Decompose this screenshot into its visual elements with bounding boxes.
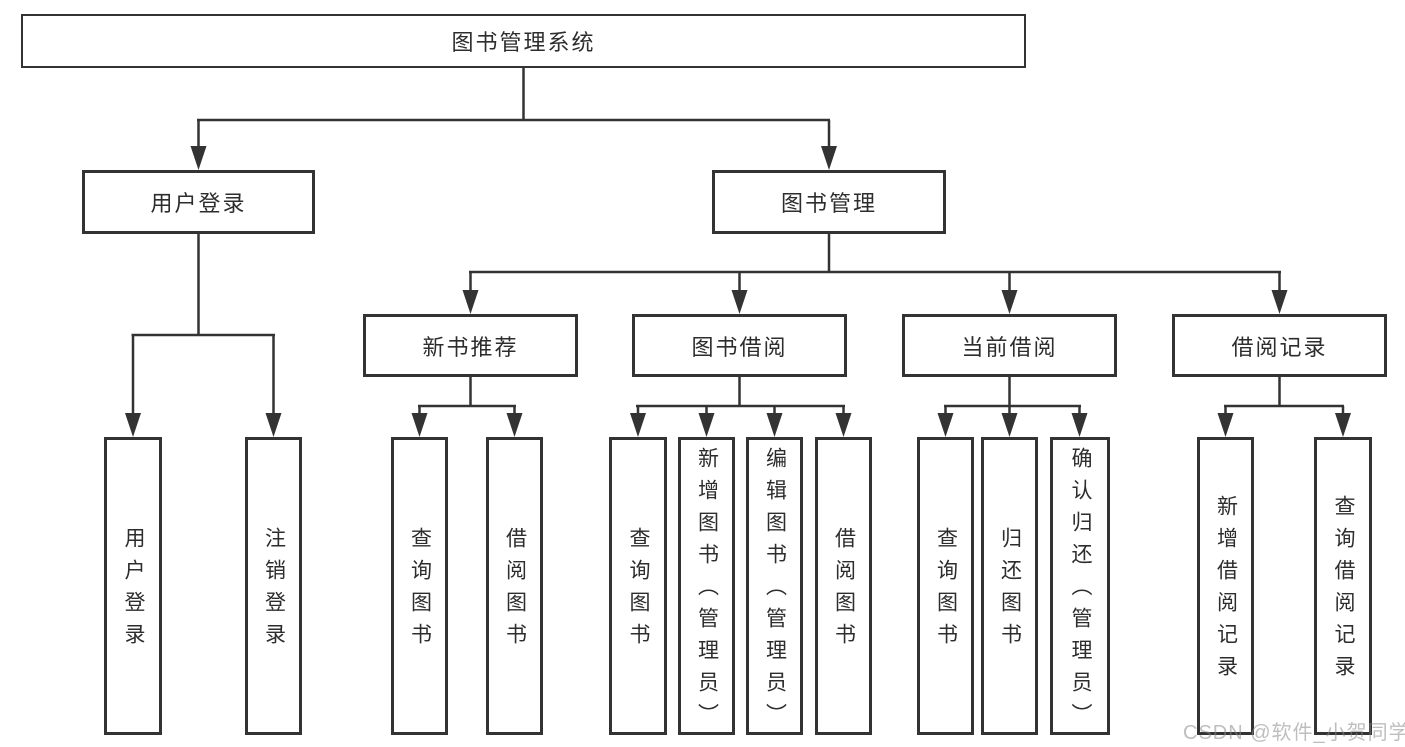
node-borrow-borrow-books-label: 借阅图书 (832, 527, 856, 655)
node-borrow-query-books: 查询图书 (609, 437, 667, 735)
node-new-book-recommendation-label: 新书推荐 (422, 334, 519, 360)
node-current-query-books-label: 查询图书 (934, 527, 958, 655)
node-login-logout: 注销登录 (245, 437, 302, 735)
node-records-add-borrow-record: 新增借阅记录 (1197, 437, 1254, 735)
node-borrowing-records: 借阅记录 (1172, 314, 1387, 377)
node-borrow-add-book-admin-label: 新增图书（管理员） (695, 447, 719, 735)
node-book-borrowing: 图书借阅 (632, 314, 847, 377)
watermark: CSDN @软件_小贺同学 (1183, 722, 1405, 744)
node-login-user-login: 用户登录 (104, 437, 162, 735)
node-login-user-login-label: 用户登录 (122, 527, 145, 655)
node-current-return-books-label: 归还图书 (998, 527, 1022, 655)
node-book-management-label: 图书管理 (780, 191, 877, 216)
node-borrow-add-book-admin: 新增图书（管理员） (678, 437, 735, 735)
node-current-return-books: 归还图书 (981, 437, 1038, 735)
node-new-book-recommendation: 新书推荐 (363, 314, 578, 377)
node-current-confirm-return-admin-label: 确认归还（管理员） (1069, 447, 1092, 735)
node-library-management-system: 图书管理系统 (21, 14, 1026, 68)
node-current-query-books: 查询图书 (917, 437, 974, 735)
node-rec-borrow-books-label: 借阅图书 (503, 527, 527, 655)
node-records-query-borrow-record-label: 查询借阅记录 (1332, 495, 1355, 687)
node-current-borrowing: 当前借阅 (902, 314, 1117, 377)
node-records-query-borrow-record: 查询借阅记录 (1314, 437, 1372, 735)
node-borrow-query-books-label: 查询图书 (627, 527, 650, 655)
node-library-management-system-label: 图书管理系统 (451, 30, 596, 55)
node-user-login: 用户登录 (82, 170, 315, 234)
node-current-confirm-return-admin: 确认归还（管理员） (1050, 437, 1110, 735)
node-book-management: 图书管理 (712, 170, 946, 234)
node-book-borrowing-label: 图书借阅 (691, 334, 788, 360)
node-rec-query-books-label: 查询图书 (408, 527, 432, 655)
node-login-logout-label: 注销登录 (262, 527, 286, 655)
node-borrow-edit-book-admin-label: 编辑图书（管理员） (763, 447, 787, 735)
node-borrowing-records-label: 借阅记录 (1231, 334, 1328, 360)
node-current-borrowing-label: 当前借阅 (961, 334, 1058, 360)
node-records-add-borrow-record-label: 新增借阅记录 (1214, 495, 1238, 687)
node-user-login-label: 用户登录 (150, 191, 247, 216)
node-rec-borrow-books: 借阅图书 (486, 437, 543, 735)
node-rec-query-books: 查询图书 (391, 437, 448, 735)
node-borrow-borrow-books: 借阅图书 (815, 437, 872, 735)
node-borrow-edit-book-admin: 编辑图书（管理员） (746, 437, 803, 735)
